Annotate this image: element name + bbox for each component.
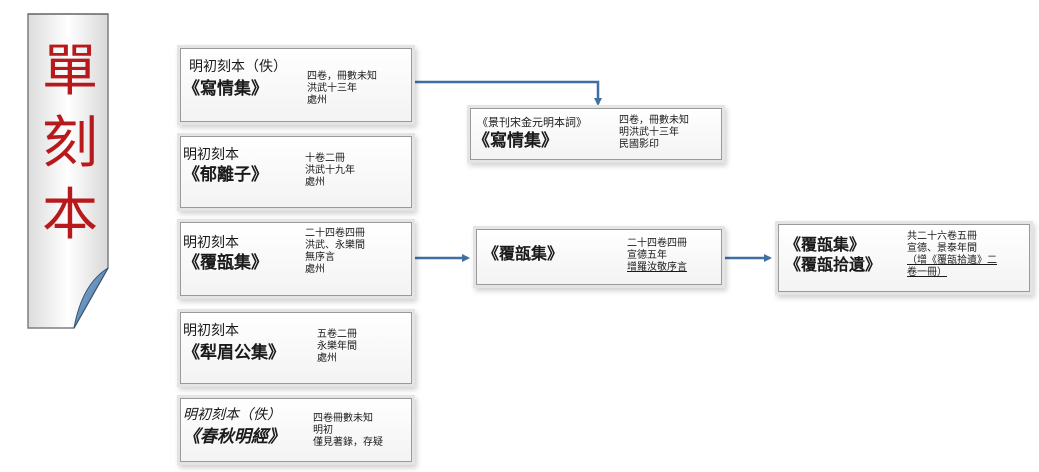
node-limei: 明初刻本 《犁眉公集》 五卷二冊 永樂年間 處州 <box>180 312 412 384</box>
node-fubu-ming: 明初刻本 《覆瓿集》 二十四卷四冊 洪武、永樂間 無序言 處州 <box>180 222 412 296</box>
node-prefix: 明初刻本（佚） <box>189 59 287 75</box>
node-notes: 十卷二冊 洪武十九年 處州 <box>305 153 355 188</box>
node-xieqing-jingkan: 《景刊宋金元明本詞》 《寫情集》 四卷，冊數未知 明洪武十三年 民國影印 <box>470 108 722 160</box>
node-title: 《覆瓿集》 <box>483 244 564 263</box>
node-xieqing-ming: 明初刻本（佚） 《寫情集》 四卷，冊數未知 洪武十三年 處州 <box>180 48 412 122</box>
node-notes: 四卷，冊數未知 明洪武十三年 民國影印 <box>619 115 689 150</box>
node-notes: 五卷二冊 永樂年間 處州 <box>317 329 357 364</box>
node-prefix: 明初刻本（佚） <box>183 407 281 423</box>
title-banner: 單 刻 本 <box>22 6 118 334</box>
node-title-2: 《覆瓿拾遺》 <box>785 255 882 274</box>
node-prefix: 《景刊宋金元明本詞》 <box>477 116 587 129</box>
node-notes: 四卷冊數未知 明初 僅見著錄，存疑 <box>313 413 383 448</box>
node-fubu-xuande: 《覆瓿集》 二十四卷四冊 宣德五年 增羅汝敬序言 <box>476 229 722 285</box>
banner-char-2: 刻 <box>42 111 98 176</box>
node-prefix: 明初刻本 <box>183 323 239 339</box>
node-title: 《郁離子》 <box>183 165 268 185</box>
node-title: 《犁眉公集》 <box>183 343 285 363</box>
banner-char-3: 本 <box>42 183 98 248</box>
banner-title: 單 刻 本 <box>36 36 104 252</box>
arrow-xieqing-to-jingkan <box>414 80 602 106</box>
banner-char-1: 單 <box>42 39 98 104</box>
node-prefix: 明初刻本 <box>183 147 239 163</box>
node-prefix: 明初刻本 <box>183 235 239 251</box>
node-notes: 共二十六卷五冊 宣德、景泰年間 （增《覆瓿拾遺》二 卷一冊） <box>907 231 997 278</box>
node-fubu-shiyi: 《覆瓿集》 《覆瓿拾遺》 共二十六卷五冊 宣德、景泰年間 （增《覆瓿拾遺》二 卷… <box>778 224 1030 292</box>
node-title: 《覆瓿集》 <box>183 253 268 273</box>
node-yulizi: 明初刻本 《郁離子》 十卷二冊 洪武十九年 處州 <box>180 136 412 208</box>
node-notes: 四卷，冊數未知 洪武十三年 處州 <box>307 71 377 106</box>
node-notes: 二十四卷四冊 洪武、永樂間 無序言 處州 <box>305 228 365 275</box>
node-title: 《寫情集》 <box>183 79 268 99</box>
node-title-1: 《覆瓿集》 <box>785 235 866 254</box>
node-notes: 二十四卷四冊 宣德五年 增羅汝敬序言 <box>627 238 687 273</box>
node-chunqiu: 明初刻本（佚） 《春秋明經》 四卷冊數未知 明初 僅見著錄，存疑 <box>180 398 412 462</box>
node-title: 《春秋明經》 <box>183 427 285 447</box>
node-title: 《寫情集》 <box>473 131 558 151</box>
banner-scroll-shape <box>27 13 109 329</box>
